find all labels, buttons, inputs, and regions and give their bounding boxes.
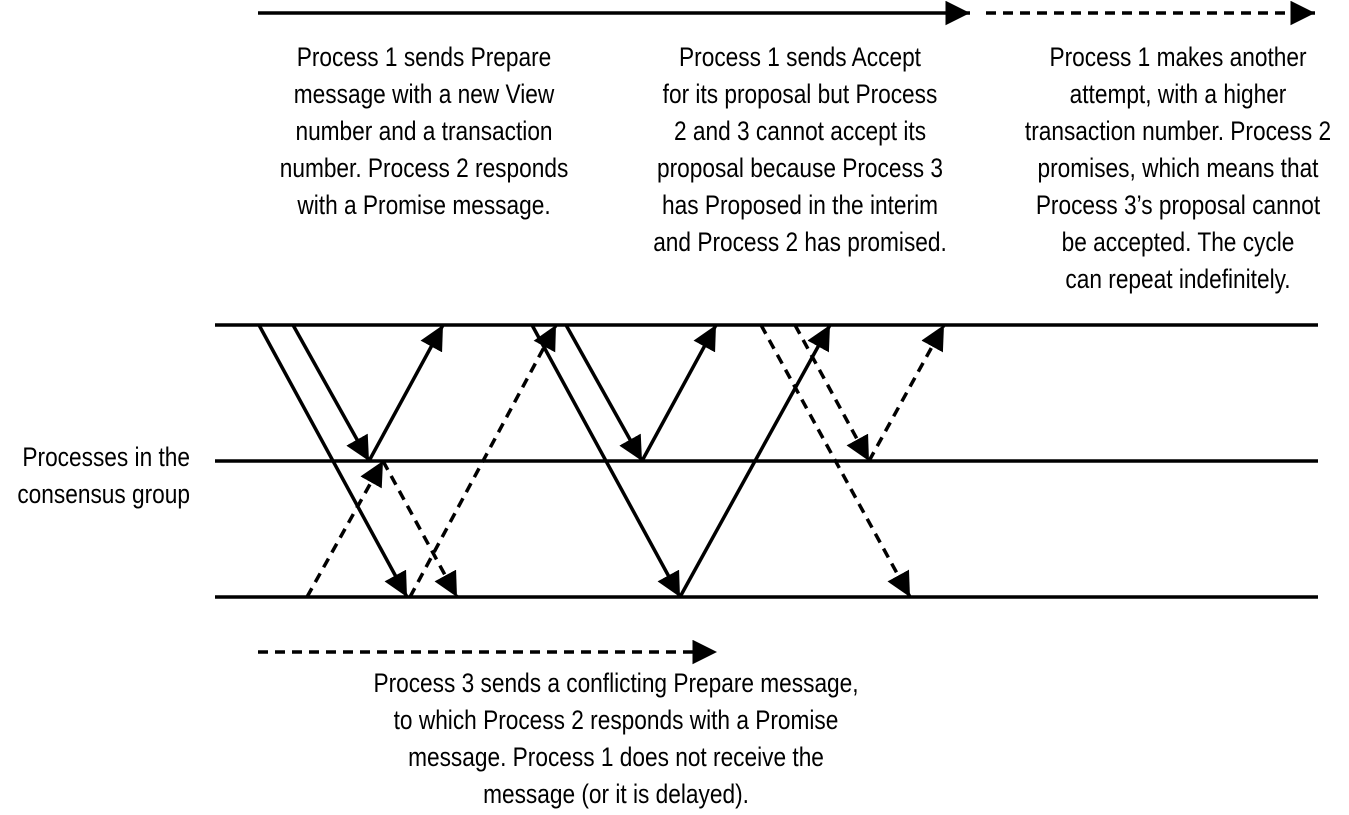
phase-line: proposal because Process 3: [657, 153, 943, 183]
group-label-line: consensus group: [17, 479, 190, 509]
dashed-message-arrow: [381, 460, 459, 598]
solid-message-arrow: [257, 324, 409, 598]
group-label-line: Processes in the: [22, 442, 190, 472]
messages: [257, 324, 946, 598]
phase-line: 2 and 3 cannot accept its: [674, 116, 926, 146]
phase-line: has Proposed in the interim: [662, 190, 938, 220]
note-line: message (or it is delayed).: [483, 779, 749, 809]
phase-line: Process 1 makes another: [1049, 42, 1306, 72]
solid-message-arrow: [291, 324, 371, 462]
dashed-message-arrow: [867, 324, 946, 462]
solid-message-arrow: [367, 324, 445, 462]
group-label: Processes in the consensus group: [17, 442, 190, 509]
dashed-message-arrow: [408, 324, 558, 598]
phase-3-text: Process 1 makes another attempt, with a …: [1025, 42, 1331, 294]
solid-message-arrow: [678, 324, 832, 598]
phase-line: promises, which means that: [1038, 153, 1319, 183]
note-line: Process 3 sends a conflicting Prepare me…: [373, 668, 858, 698]
phase-line: with a Promise message.: [296, 190, 550, 220]
phase-line: number. Process 2 responds: [280, 153, 569, 183]
conflict-note: Process 3 sends a conflicting Prepare me…: [373, 668, 858, 809]
phase-line: number and a transaction: [295, 116, 552, 146]
dashed-message-arrow: [759, 324, 912, 598]
solid-message-arrow: [640, 324, 718, 462]
phase-line: attempt, with a higher: [1070, 79, 1287, 109]
note-line: to which Process 2 responds with a Promi…: [394, 705, 839, 735]
phase-line: transaction number. Process 2: [1025, 116, 1331, 146]
phase-line: Process 1 sends Accept: [679, 42, 921, 72]
phase-line: Process 1 sends Prepare: [297, 42, 552, 72]
dashed-message-arrow: [793, 324, 871, 462]
solid-message-arrow: [530, 324, 682, 598]
solid-message-arrow: [564, 324, 644, 462]
phase-line: be accepted. The cycle: [1062, 227, 1295, 257]
phase-line: Process 3’s proposal cannot: [1036, 190, 1320, 220]
dashed-message-arrow: [305, 460, 385, 598]
phase-line: and Process 2 has promised.: [653, 227, 947, 257]
phase-line: for its proposal but Process: [663, 79, 938, 109]
phase-2-text: Process 1 sends Accept for its proposal …: [653, 42, 947, 257]
phase-line: can repeat indefinitely.: [1065, 264, 1290, 294]
note-line: message. Process 1 does not receive the: [408, 742, 824, 772]
phase-1-text: Process 1 sends Prepare message with a n…: [280, 42, 569, 220]
phase-line: message with a new View: [294, 79, 555, 109]
